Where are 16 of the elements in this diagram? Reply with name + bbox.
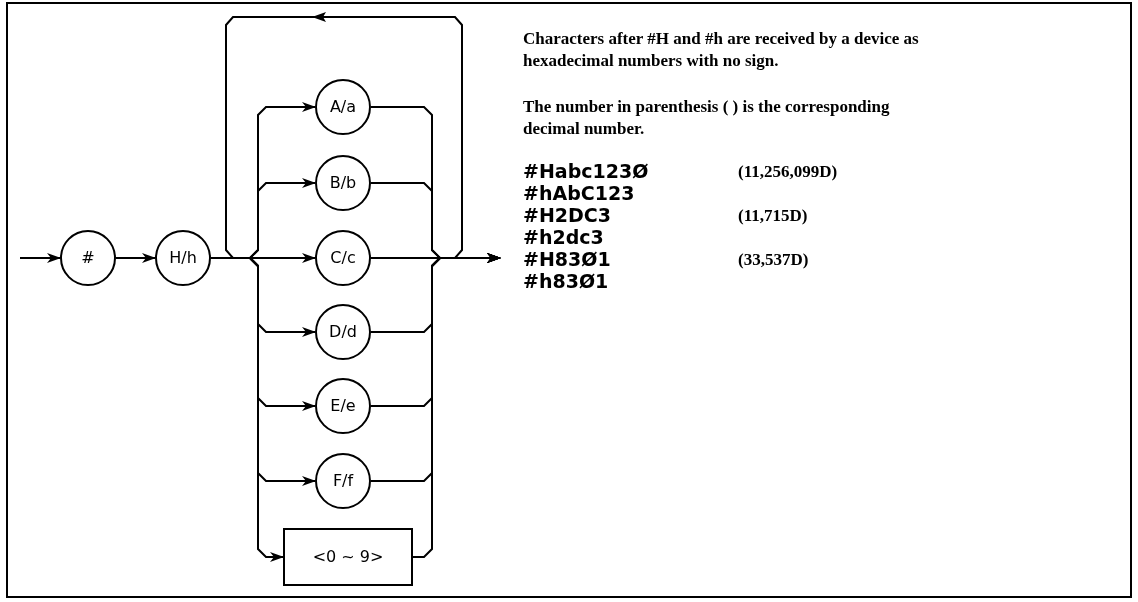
connector-arrow (115, 253, 156, 263)
decimal-value: (33,537D) (738, 249, 810, 271)
hex-example: #hAbC123 (523, 182, 636, 204)
hex-example: #H83Ø1 (523, 248, 612, 270)
connector-arrow (210, 257, 284, 562)
hex-example: #Habc123Ø (523, 160, 650, 182)
description-text: Characters after #H and #h are received by a device as hexadecimal numbers with no sign. (523, 28, 920, 72)
hex-example: #H2DC3 (523, 204, 612, 226)
connector-arrow (19, 253, 61, 263)
connector-arrow (412, 253, 501, 558)
hex-example: #h2dc3 (523, 226, 605, 248)
decimal-value: (11,256,099D) (738, 161, 839, 183)
hex-example: #h83Ø1 (523, 270, 610, 292)
description-text: The number in parenthesis ( ) is the corresponding decimal number. (523, 96, 891, 140)
range-box: <0 ~ 9> (283, 528, 413, 586)
decimal-value: (11,715D) (738, 205, 809, 227)
